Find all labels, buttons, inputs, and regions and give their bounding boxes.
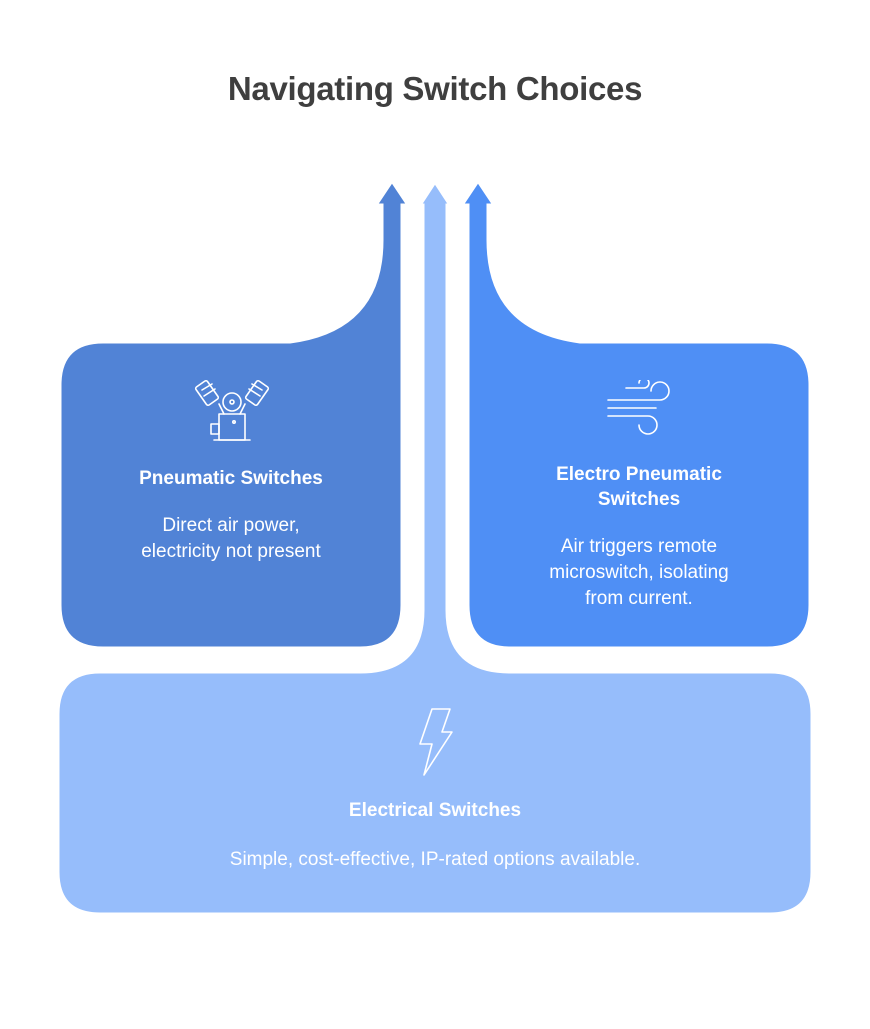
pneumatic-title: Pneumatic Switches	[139, 468, 323, 489]
electro-pneumatic-switches-shape	[459, 178, 812, 650]
electro-pneumatic-card: Electro Pneumatic Switches Air triggers …	[478, 462, 800, 612]
electro-pneumatic-desc-line-3: from current.	[585, 588, 693, 609]
lightning-icon	[419, 708, 453, 776]
electrical-card: Electrical Switches Simple, cost-effecti…	[70, 798, 800, 873]
electro-pneumatic-desc-line-1: Air triggers remote	[560, 536, 718, 557]
electrical-switches-shape	[56, 179, 814, 916]
pneumatic-card: Pneumatic Switches Direct air power, ele…	[70, 466, 392, 565]
electro-pneumatic-desc-line-2: microswitch, isolating	[549, 562, 729, 583]
pneumatic-desc-line-2: electricity not present	[141, 541, 321, 562]
pneumatic-desc-line-1: Direct air power,	[162, 515, 300, 536]
electrical-desc: Simple, cost-effective, IP-rated options…	[229, 849, 641, 870]
electro-pneumatic-title-line-2: Switches	[597, 489, 681, 510]
engine-icon	[194, 379, 270, 441]
electrical-title: Electrical Switches	[348, 800, 522, 821]
electro-pneumatic-title-line-1: Electro Pneumatic	[556, 464, 722, 485]
page-title: Navigating Switch Choices	[227, 70, 643, 107]
wind-icon	[607, 380, 670, 435]
